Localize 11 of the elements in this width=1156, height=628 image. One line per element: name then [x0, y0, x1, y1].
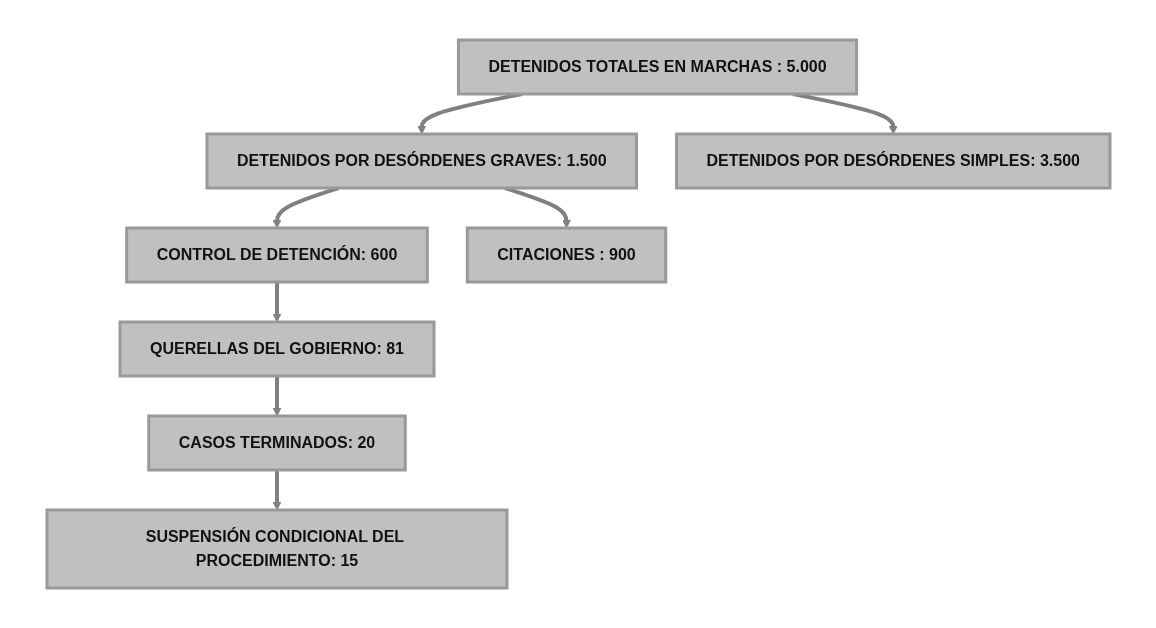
node-box: CASOS TERMINADOS: 20: [146, 414, 407, 472]
arrow: [272, 470, 281, 511]
node-box: SUSPENSIÓN CONDICIONAL DEL PROCEDIMIENTO: 15: [45, 508, 508, 590]
node-box: DETENIDOS POR DESÓRDENES GRAVES: 1.500: [205, 132, 638, 190]
node-box: CONTROL DE DETENCIÓN: 600: [124, 226, 429, 284]
arrow: [272, 282, 281, 323]
node-box: DETENIDOS POR DESÓRDENES SIMPLES: 3.500: [674, 132, 1111, 190]
node-box: DETENIDOS TOTALES EN MARCHAS : 5.000: [456, 38, 858, 96]
node-box: QUERELLAS DEL GOBIERNO: 81: [118, 320, 435, 378]
node-box: CITACIONES : 900: [465, 226, 667, 284]
arrow: [272, 376, 281, 417]
